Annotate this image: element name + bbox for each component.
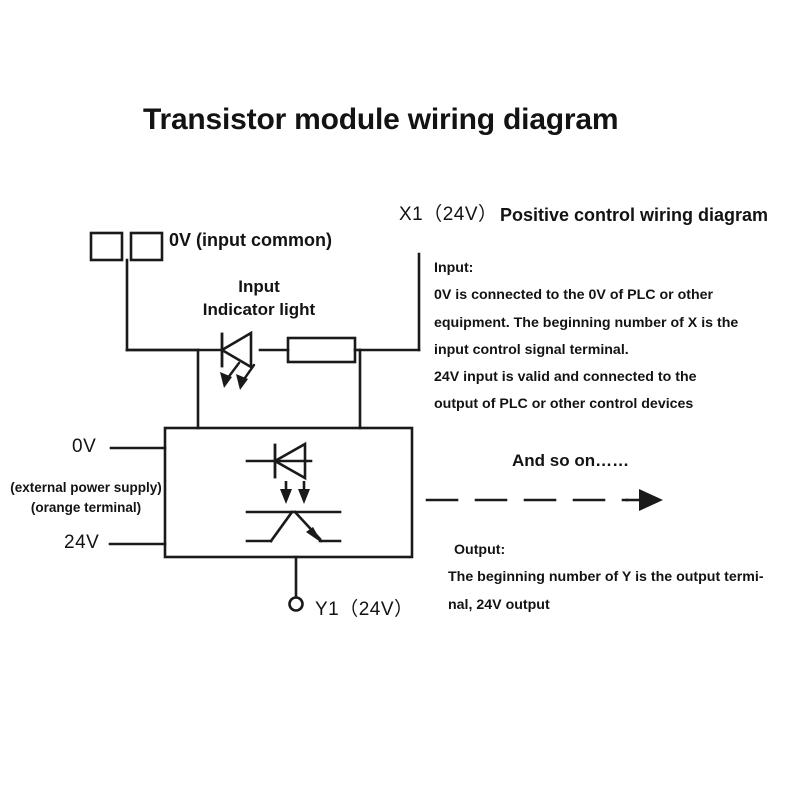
- optocoupler-coupling-arrows: [280, 481, 310, 504]
- optocoupler-led-symbol: [245, 441, 313, 481]
- input-desc-heading: Input:: [434, 260, 474, 276]
- input-description-block: Input: 0V is connected to the 0V of PLC …: [434, 255, 786, 419]
- diagram-subtitle: Positive control wiring diagram: [500, 205, 769, 225]
- indicator-label-line-1: Input: [238, 277, 280, 296]
- label-output-terminal-y1: Y1（24V）: [315, 599, 414, 620]
- input-desc-line-5: output of PLC or other control devices: [434, 396, 694, 413]
- wire-x1-feed: [358, 252, 421, 430]
- label-external-power-supply-note: (external power supply) (orange terminal): [7, 478, 165, 517]
- supply-note-line-2: (orange terminal): [30, 499, 142, 515]
- label-supply-24v: 24V: [64, 532, 100, 553]
- indicator-label-line-2: Indicator light: [202, 299, 316, 319]
- output-desc-heading: Output:: [454, 542, 506, 558]
- phototransistor-emitter-arrowhead: [306, 527, 322, 543]
- output-desc-line-1: The beginning number of Y is the output …: [448, 569, 764, 586]
- phototransistor-symbol: [245, 510, 342, 543]
- output-description-block: Output: The beginning number of Y is the…: [448, 537, 788, 619]
- current-limit-resistor-symbol: [286, 336, 357, 364]
- indicator-led-symbol: [219, 330, 253, 370]
- page-title: Transistor module wiring diagram: [143, 103, 619, 136]
- indicator-led-emission-arrows: [220, 361, 256, 390]
- output-terminal-node: [288, 596, 304, 612]
- label-input-common: 0V (input common): [169, 230, 332, 250]
- input-desc-line-4: 24V input is valid and connected to the: [434, 369, 697, 386]
- terminal-label-x1: X1（24V）: [399, 204, 498, 225]
- terminal-block-left: [89, 231, 124, 262]
- input-desc-line-1: 0V is connected to the 0V of PLC or othe…: [434, 287, 714, 304]
- transistor-module-box: [163, 426, 414, 559]
- terminal-block-right: [129, 231, 164, 262]
- continuation-arrowhead: [639, 489, 663, 511]
- input-desc-line-2: equipment. The beginning number of X is …: [434, 314, 739, 331]
- output-desc-line-2: nal, 24V output: [448, 596, 550, 613]
- input-desc-line-3: input control signal terminal.: [434, 341, 629, 358]
- label-supply-0v: 0V: [72, 436, 97, 457]
- label-and-so-on: And so on……: [512, 451, 630, 470]
- supply-note-line-1: (external power supply): [10, 480, 162, 495]
